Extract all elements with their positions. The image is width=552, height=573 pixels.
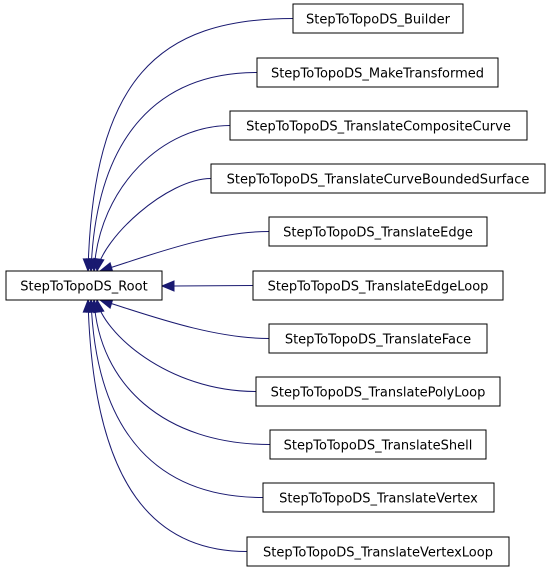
edge-line <box>87 299 248 552</box>
inheritance-edge <box>160 280 254 292</box>
node-child[interactable]: StepToTopoDS_TranslateCurveBoundedSurfac… <box>210 163 546 194</box>
edge-line <box>99 231 270 272</box>
node-box <box>246 536 510 567</box>
edge-line <box>99 299 270 339</box>
node-child[interactable]: StepToTopoDS_TranslateVertexLoop <box>246 536 510 567</box>
node-child-label: StepToTopoDS_TranslateCompositeCurve <box>246 120 511 135</box>
inheritance-edge <box>98 231 270 273</box>
inheritance-edge <box>98 298 270 339</box>
node-child[interactable]: StepToTopoDS_Builder <box>292 3 464 34</box>
node-box <box>210 163 546 194</box>
inheritance-edge <box>93 178 212 273</box>
node-child[interactable]: StepToTopoDS_TranslateEdge <box>268 216 488 247</box>
inheritance-edge <box>88 125 231 273</box>
node-box <box>229 110 528 141</box>
node-child-label: StepToTopoDS_TranslateEdge <box>283 226 473 241</box>
node-child-label: StepToTopoDS_TranslateVertex <box>279 492 478 507</box>
node-box <box>292 3 464 34</box>
node-box <box>269 429 487 460</box>
arrowhead-icon <box>93 257 105 273</box>
node-box <box>255 376 501 407</box>
node-root[interactable]: StepToTopoDS_Root <box>5 270 163 301</box>
node-child[interactable]: StepToTopoDS_TranslateShell <box>269 429 487 460</box>
node-box <box>268 216 488 247</box>
node-child-label: StepToTopoDS_TranslateShell <box>284 439 473 454</box>
node-root-label: StepToTopoDS_Root <box>20 280 147 295</box>
edge-line <box>173 285 254 287</box>
node-child-label: StepToTopoDS_Builder <box>306 13 451 28</box>
node-child[interactable]: StepToTopoDS_TranslateFace <box>268 323 488 354</box>
node-child-label: StepToTopoDS_TranslateEdgeLoop <box>268 280 489 295</box>
node-child[interactable]: StepToTopoDS_TranslateEdgeLoop <box>252 270 504 301</box>
edge-line <box>93 125 231 272</box>
node-child[interactable]: StepToTopoDS_MakeTransformed <box>256 57 499 88</box>
edges-layer <box>82 18 294 552</box>
nodes-layer: StepToTopoDS_Root StepToTopoDS_BuilderSt… <box>5 3 546 567</box>
inheritance-edge <box>82 18 294 273</box>
node-child[interactable]: StepToTopoDS_TranslateVertex <box>262 482 495 513</box>
node-child-label: StepToTopoDS_TranslateCurveBoundedSurfac… <box>227 173 530 188</box>
node-child-label: StepToTopoDS_MakeTransformed <box>271 67 484 82</box>
node-child-label: StepToTopoDS_TranslatePolyLoop <box>271 386 486 401</box>
edge-line <box>90 72 258 272</box>
node-child-label: StepToTopoDS_TranslateFace <box>285 333 471 348</box>
arrowhead-icon <box>160 280 175 292</box>
inheritance-edge <box>93 298 257 392</box>
edge-line <box>93 299 271 445</box>
node-box <box>268 323 488 354</box>
node-child-label: StepToTopoDS_TranslateVertexLoop <box>263 546 493 561</box>
inheritance-edge <box>88 298 271 445</box>
node-box <box>256 57 499 88</box>
edge-line <box>96 178 212 272</box>
node-box <box>252 270 504 301</box>
node-box <box>262 482 495 513</box>
edge-line <box>90 299 264 498</box>
edge-line <box>96 299 257 392</box>
edge-line <box>87 18 294 272</box>
inheritance-edge <box>82 298 248 552</box>
arrowhead-icon <box>82 298 95 313</box>
node-child[interactable]: StepToTopoDS_TranslatePolyLoop <box>255 376 501 407</box>
node-child[interactable]: StepToTopoDS_TranslateCompositeCurve <box>229 110 528 141</box>
